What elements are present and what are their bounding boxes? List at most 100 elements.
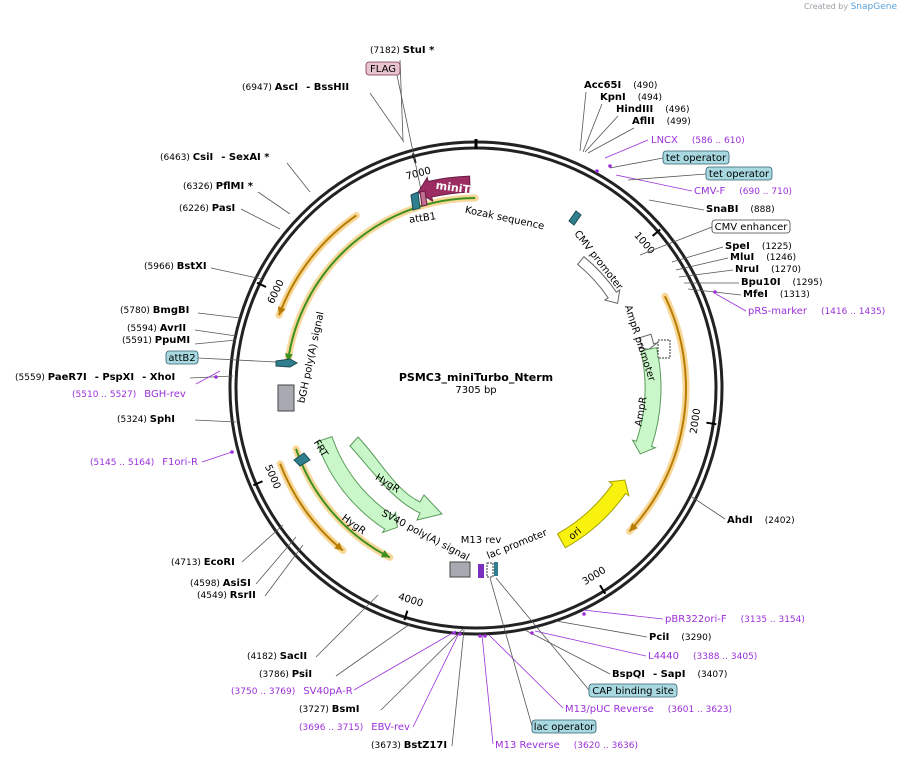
primer-site-mark <box>582 612 586 616</box>
restriction-site-label: (6226) PasI <box>179 203 235 214</box>
restriction-site-label: PciI(3290) <box>649 632 711 643</box>
restriction-site-label: (4182) SacII <box>247 651 307 662</box>
primer-site-mark <box>452 631 456 635</box>
leader-line <box>691 496 726 520</box>
tick-mark <box>252 480 263 487</box>
leader-line <box>194 419 237 423</box>
primer-site-mark <box>483 634 487 638</box>
orf-arc-green-top <box>286 197 476 362</box>
cmv-enhancer-box <box>711 219 791 234</box>
primer-site-mark <box>478 634 482 638</box>
tick-label: 4000 <box>397 592 425 610</box>
primer-site-mark <box>713 290 717 294</box>
leader-line <box>194 339 237 345</box>
leader-line <box>648 199 705 211</box>
snapgene-brand: SnapGene <box>850 2 897 12</box>
orf-arc-left <box>278 214 357 316</box>
attb2-feature <box>275 358 299 368</box>
leader-line <box>315 594 379 658</box>
leader-line <box>201 451 233 463</box>
cmv-enhancer-label: CMV enhancer <box>715 222 789 233</box>
orf-arc-green-lower-head <box>380 550 390 558</box>
leader-line <box>587 127 635 154</box>
restriction-site-label: (7182) StuI * <box>370 45 435 56</box>
ampr-promoter-arrow <box>637 333 658 350</box>
m13-rev-feature <box>478 564 484 578</box>
leader-line <box>524 629 611 675</box>
flag-feature <box>419 190 428 207</box>
restriction-site-label: (4713) EcoRI <box>171 557 235 568</box>
cap-site-feature <box>494 562 498 576</box>
attb1-feature <box>410 191 421 211</box>
restriction-site-label: MfeI(1313) <box>743 289 810 300</box>
restriction-site-label: (5324) SphI <box>117 414 175 425</box>
leader-line <box>609 157 664 169</box>
restriction-site-label: (5591) PpuMI <box>122 335 190 346</box>
primer-label: M13/pUC Reverse(3601 .. 3623) <box>565 704 732 715</box>
leader-line <box>399 59 404 141</box>
primer-site-mark <box>458 632 462 636</box>
leader-line <box>584 115 619 153</box>
restriction-site-label: Bpu10I(1295) <box>741 277 822 288</box>
leader-line <box>380 628 464 711</box>
snapgene-credit: Created by SnapGene <box>804 2 897 12</box>
restriction-site-label: Acc65I(490) <box>584 80 657 91</box>
tick-label: 1000 <box>631 230 656 256</box>
restriction-site-label: (3673) BstZ17I <box>371 740 447 751</box>
orf-arc-left-highlight <box>275 211 360 319</box>
primer-label: (5145 .. 5164)F1ori-R <box>90 457 198 468</box>
tick-mark <box>706 421 717 426</box>
leader-line <box>639 226 713 256</box>
restriction-site-label: MluI(1246) <box>730 252 796 263</box>
feature-label-attB1: attB1 <box>408 211 436 226</box>
orf-arc-left-head <box>278 306 286 316</box>
primer-label: M13 Reverse(3620 .. 3636) <box>495 740 638 751</box>
cap-binding-site-label: CAP binding site <box>592 686 674 697</box>
leader-line <box>369 92 405 143</box>
primer-site-mark <box>214 375 218 379</box>
tet-operator-feature <box>568 210 582 226</box>
restriction-site-label: AflII(499) <box>632 116 691 127</box>
ori-arrow <box>556 479 630 549</box>
tet-operator-2-box <box>705 166 773 181</box>
primer-label: (3696 .. 3715)EBV-rev <box>299 722 410 733</box>
restriction-site-label: KpnI(494) <box>600 92 662 103</box>
leader-line <box>678 269 734 278</box>
tet-operator-2-label: tet operator <box>709 169 770 180</box>
leader-line <box>335 623 411 677</box>
frt-feature <box>293 452 311 467</box>
feature-label-kozak: Kozak sequence <box>464 205 545 233</box>
leader-line <box>615 174 693 192</box>
restriction-site-label: AhdI(2402) <box>727 515 795 526</box>
tet-operator-1-box <box>662 150 730 165</box>
tick-mark <box>599 584 607 595</box>
plasmid-name: PSMC3_miniTurbo_Nterm <box>399 371 553 384</box>
primer-site-mark <box>595 169 599 173</box>
leader-line <box>604 139 649 159</box>
orf-arc-lower-left-head <box>334 542 343 551</box>
cap-binding-site-box <box>588 683 678 698</box>
cmv-promoter-arrow <box>576 255 621 304</box>
attb2-box <box>165 350 199 365</box>
restriction-site-label: SnaBI(888) <box>706 204 775 215</box>
feature-arrows <box>275 175 690 578</box>
leader-lines <box>189 59 747 747</box>
leader-line <box>194 329 237 337</box>
leader-line <box>451 629 465 747</box>
primer-label: CMV-F(690 .. 710) <box>694 186 792 197</box>
restriction-site-label: SpeI(1225) <box>725 241 792 252</box>
sv40-polya-box <box>449 561 471 578</box>
restriction-site-label: (3727) BsmI <box>299 704 360 715</box>
ampr-arrow <box>631 346 662 455</box>
leader-line <box>627 173 707 181</box>
restriction-site-label: (5594) AvrII <box>127 323 186 334</box>
leader-line <box>495 577 590 691</box>
primer-label: (5510 .. 5527)BGH-rev <box>72 389 186 400</box>
tick-mark <box>651 228 661 237</box>
primer-label: LNCX(586 .. 610) <box>651 135 745 146</box>
feature-label-bgh: bGH poly(A) signal <box>296 311 326 405</box>
restriction-site-label: (5780) BmgBI <box>120 305 189 316</box>
leader-line <box>675 257 729 271</box>
leader-line <box>210 267 263 280</box>
